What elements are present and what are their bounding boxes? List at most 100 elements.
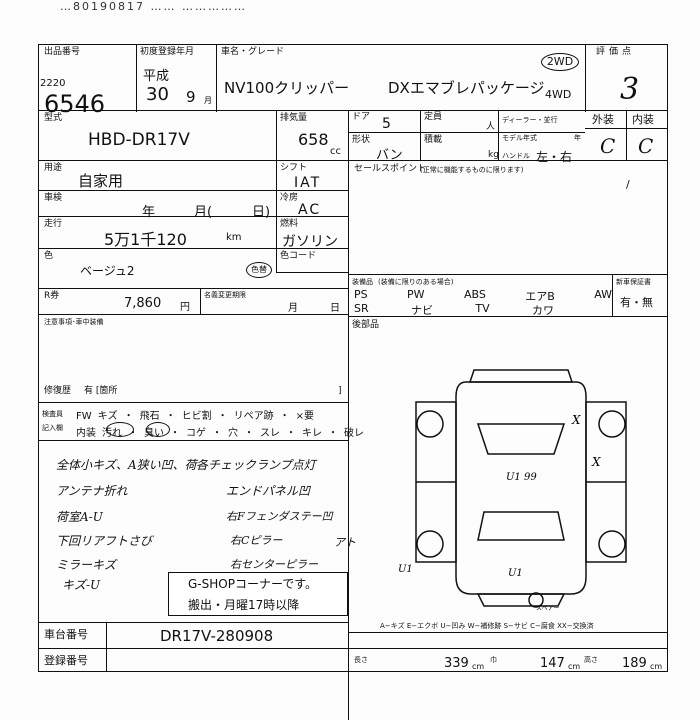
wheel-rr (598, 530, 626, 558)
lot-label: 出品番号 (44, 47, 81, 57)
model-year-label: モデル年式 (502, 134, 537, 142)
capacity-label: 定員 (424, 112, 443, 122)
equipment-row-2: SR ナビ TV カワ (354, 302, 554, 318)
new-car-label: 新車保証書 (616, 278, 651, 286)
shop-note-line1: G-SHOPコーナーです。 (188, 577, 318, 591)
height-label: 高さ (584, 656, 598, 664)
eval-label: 評価点 (596, 47, 636, 57)
recycle-unit: 円 (180, 302, 190, 313)
sheet-frame (38, 44, 668, 672)
first-reg-label: 初度登録年月 (140, 47, 195, 57)
equipment-label: 装備品 (352, 278, 373, 286)
first-reg-era: 平成 (143, 69, 170, 84)
mark-u1-left: U1 (398, 564, 413, 575)
interior-grade: C (638, 134, 654, 158)
drive-2wd: 2WD (541, 53, 579, 71)
name-change-month: 月 (288, 303, 298, 314)
doors-value: 5 (382, 116, 391, 132)
equipment-item: ナビ (411, 304, 433, 317)
name-change-day: 日 (330, 303, 340, 314)
repair-label: 修復歴 (44, 386, 72, 396)
mileage-value: 5万1千120 (104, 230, 187, 249)
note-l3: 荷室A-U (56, 510, 103, 524)
height-unit: cm (650, 662, 663, 671)
inspect-item: ・ (286, 428, 296, 439)
note-l4: 下回リアフトさび (56, 534, 153, 548)
roof-outline (455, 381, 587, 595)
reg-number-label: 登録番号 (44, 654, 88, 667)
equipment-item: PS (354, 288, 368, 301)
mark-x2: X (591, 455, 601, 469)
note-r4: 右Cピラー (230, 534, 283, 547)
mileage-unit: km (226, 232, 242, 243)
first-reg-month: 9 (186, 88, 196, 106)
mileage-label: 走行 (44, 219, 63, 229)
note-r5: 右センターピラー (230, 558, 318, 571)
color-change-chip: 色替 (246, 262, 272, 278)
inspect-item: ×要 (295, 411, 315, 422)
inspect-item: ・ (279, 411, 290, 422)
length-unit: cm (472, 662, 485, 671)
inspector-label-2: 記入欄 (42, 424, 63, 432)
color-label: 色 (44, 251, 54, 261)
aircon-value: AC (298, 202, 322, 218)
usage-label: 用途 (44, 163, 63, 173)
rear-window (477, 511, 565, 541)
front-bumper (468, 369, 574, 383)
car-name-label: 車名・グレード (221, 47, 285, 57)
wheel-fr (598, 410, 626, 438)
inspect-item: キズ (97, 411, 118, 422)
shop-note-line2: 搬出・月曜17時以降 (188, 598, 300, 612)
inspector-label-1: 検査員 (42, 410, 63, 418)
inspect-item: ・ (128, 428, 138, 439)
color-value: ベージュ2 (80, 264, 135, 278)
doors-label: ドア (352, 112, 371, 122)
inspect-item: スレ (260, 428, 280, 439)
first-reg-year: 30 (146, 84, 169, 105)
note-r3: 右Fフェンダステー凹 (226, 510, 333, 523)
repair-close: ] (338, 386, 342, 396)
recycle-label: R券 (44, 291, 60, 301)
inspect-item: 内装 (76, 428, 96, 439)
height-value: 189 (622, 656, 647, 671)
eval-score: 3 (620, 72, 640, 107)
name-change-label: 名義変更期限 (204, 291, 246, 299)
lot-number: 6546 (44, 90, 106, 118)
mark-u199: U1 99 (506, 472, 537, 483)
displacement-unit: cc (330, 146, 341, 157)
new-car-value: 有・無 (620, 296, 653, 309)
body-label: 形状 (352, 135, 371, 145)
rear-bumper (476, 593, 566, 607)
shift-label: シフト (280, 163, 308, 173)
inspection-year: 年 (142, 205, 156, 220)
inspect-item: ・ (328, 428, 338, 439)
car-grade: DXエマブレパッケージ (388, 79, 545, 97)
inspection-month: 月( (194, 205, 213, 220)
load-label: 積載 (424, 135, 443, 145)
note-l1: 全体小キズ、A狭い凹、荷 (56, 458, 197, 472)
inspect-item: 飛石 (139, 411, 160, 422)
width-unit: cm (568, 662, 581, 671)
inspect-item: ・ (170, 428, 180, 439)
model-label: 型式 (44, 113, 63, 123)
width-value: 147 (540, 656, 565, 671)
width-label: 巾 (490, 656, 497, 664)
inspect-item: ヒビ割 (181, 411, 212, 422)
chassis-value: DR17V-280908 (160, 627, 274, 645)
rear-items-label: 後部品 (352, 320, 380, 330)
note-r1: 各チェックランプ点灯 (196, 458, 316, 472)
inspect-item: キレ (302, 428, 322, 439)
mark-u1: U1 (508, 568, 523, 579)
fuel-label: 燃料 (280, 219, 299, 229)
capacity-unit: 人 (486, 122, 496, 132)
shop-note-box (168, 572, 348, 616)
equipment-item: カワ (531, 304, 554, 317)
car-name: NV100クリッパー (224, 79, 350, 97)
equipment-item: TV (475, 302, 490, 315)
model-year-unit: 年 (574, 134, 581, 142)
equipment-item: SR (354, 302, 369, 315)
legend: A−キズ E−エクボ U−凹み W−補修跡 S−サビ C−腐食 XX−交換済 (380, 622, 594, 630)
chassis-label: 車台番号 (44, 628, 88, 641)
